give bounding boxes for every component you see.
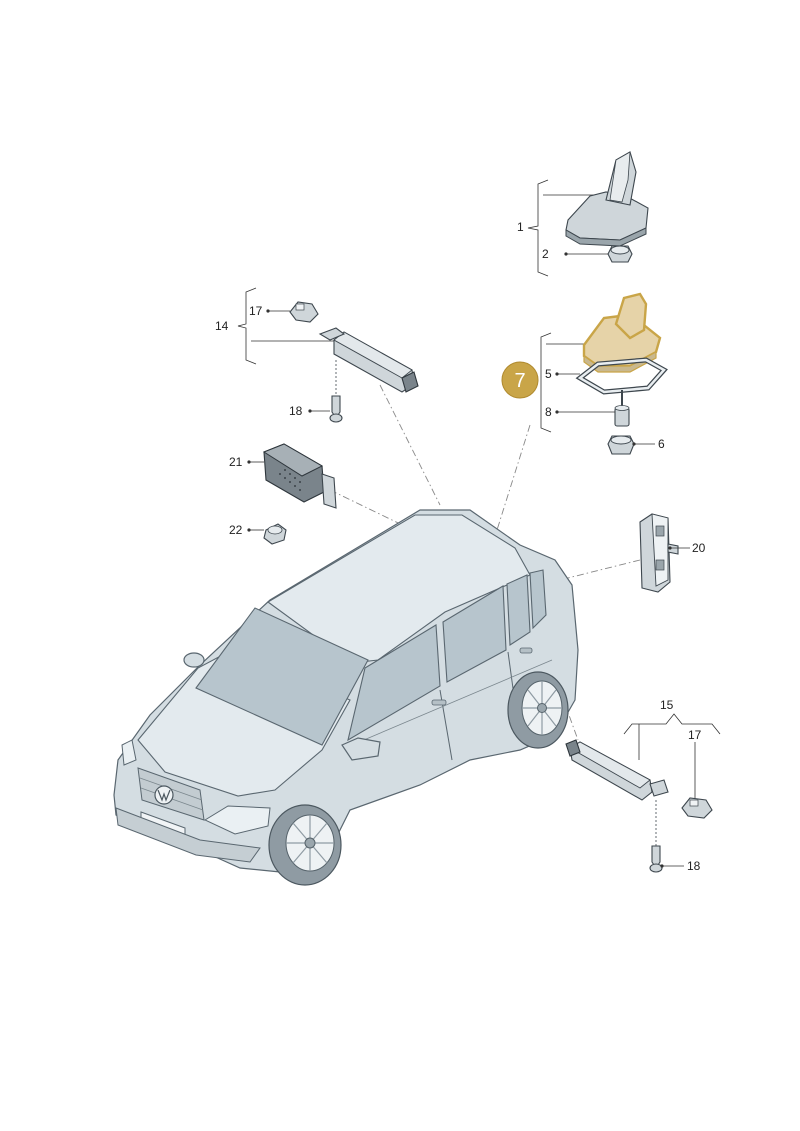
- seal-part-5: [575, 357, 668, 395]
- car-illustration: [113, 509, 579, 886]
- antenna-group-1: 1 2: [517, 151, 649, 277]
- module-group-21: 21 22: [229, 443, 337, 545]
- label-2: 2: [542, 247, 549, 261]
- antenna-base-part-7: [582, 292, 662, 373]
- label-5: 5: [545, 367, 552, 381]
- label-20: 20: [692, 541, 706, 555]
- nut-part-2: [607, 245, 633, 263]
- label-15: 15: [660, 698, 674, 712]
- screw-part-18-bottom: [649, 800, 663, 873]
- amplifier-part-14: [318, 327, 419, 393]
- label-18-top: 18: [289, 404, 303, 418]
- callout-number: 7: [514, 370, 525, 392]
- callout-7[interactable]: 7: [501, 361, 539, 399]
- label-1: 1: [517, 220, 524, 234]
- control-unit-part-21: [262, 443, 337, 509]
- label-17-top: 17: [249, 304, 263, 318]
- label-22: 22: [229, 523, 243, 537]
- bolt-part-8: [614, 390, 630, 427]
- label-8: 8: [545, 405, 552, 419]
- bracket-part-17-top: [289, 301, 319, 323]
- module-group-20: 20: [639, 513, 706, 593]
- label-6: 6: [658, 437, 665, 451]
- label-14: 14: [215, 319, 229, 333]
- nut-part-6: [607, 435, 635, 455]
- connector-part-20: [639, 513, 679, 593]
- label-18-bottom: 18: [687, 859, 701, 873]
- module-group-15: 15 17 18: [565, 698, 721, 873]
- antenna-group-7: 5 8 6: [540, 292, 668, 455]
- label-21: 21: [229, 455, 243, 469]
- amplifier-part-15: [565, 739, 669, 801]
- roof-antenna-part-1: [565, 151, 649, 247]
- label-17-bottom: 17: [688, 728, 702, 742]
- module-group-14: 14 17 18: [215, 287, 419, 423]
- clip-part-22: [263, 523, 287, 545]
- screw-part-18-top: [329, 360, 343, 423]
- bracket-part-17-bottom: [681, 797, 713, 819]
